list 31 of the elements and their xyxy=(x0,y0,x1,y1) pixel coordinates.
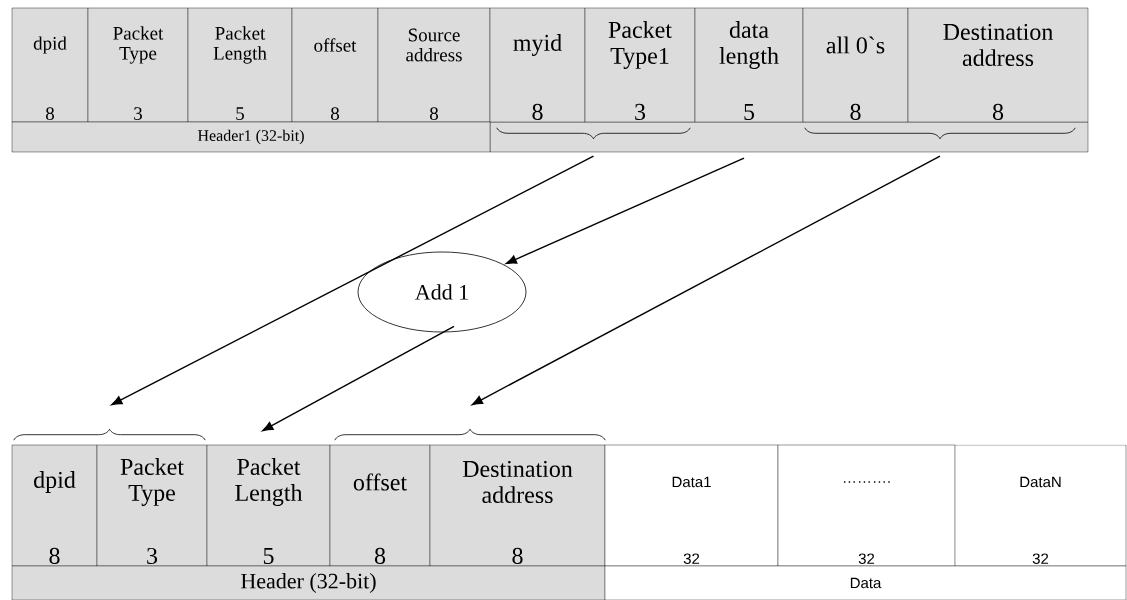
field-cell: data length 5 xyxy=(694,7,804,123)
node-label: 32 xyxy=(1032,553,1049,564)
field-cell: Packet Length 5 xyxy=(206,444,331,567)
field-cell: Destination address 8 xyxy=(907,7,1089,123)
field-cell: Data1 32 xyxy=(604,444,779,567)
field-cell: dpid 8 xyxy=(11,444,98,567)
header-band: Header1 (32-bit) xyxy=(11,121,491,153)
field-cell: Packet Type 3 xyxy=(96,444,208,567)
arrow xyxy=(505,157,745,265)
field-cell: myid 8 xyxy=(489,7,586,123)
curly-brace xyxy=(496,127,691,140)
field-cell: Destination address 8 xyxy=(429,444,606,567)
header-band: Data xyxy=(604,565,1127,600)
arrow xyxy=(111,155,595,406)
curly-brace xyxy=(334,428,606,441)
arrow xyxy=(471,155,941,406)
field-cell: DataN 32 xyxy=(954,444,1127,567)
arrow xyxy=(262,325,455,432)
field-cell: offset 8 xyxy=(329,444,431,567)
field-cell: all 0`s 8 xyxy=(802,7,909,123)
field-cell: ………. 32 xyxy=(777,444,956,567)
field-cell: Packet Length 5 xyxy=(187,7,293,123)
curly-brace xyxy=(804,127,1076,140)
curly-brace xyxy=(13,428,206,441)
header-band: Header (32-bit) xyxy=(11,565,606,600)
field-cell: Source address 8 xyxy=(377,7,491,123)
field-cell: dpid 8 xyxy=(11,7,89,123)
field-cell: offset 8 xyxy=(291,7,379,123)
field-cell: Packet Type 3 xyxy=(87,7,189,123)
field-cell: Packet Type1 3 xyxy=(584,7,696,123)
node-label: DataN xyxy=(1020,476,1061,488)
